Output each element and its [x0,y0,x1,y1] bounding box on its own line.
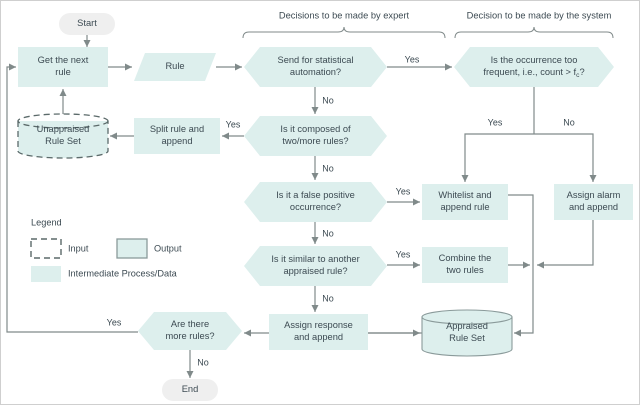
legend-input-label: Input [68,243,89,253]
edge-label-no: No [322,163,334,173]
start-terminal: Start [59,13,115,35]
edge-label-yes: Yes [488,117,503,127]
edge-label-yes: Yes [107,317,122,327]
edge-label-yes: Yes [396,186,411,196]
rule-data: Rule [134,53,216,81]
legend-output-swatch [116,238,148,259]
start-terminal-label: Start [77,18,97,28]
edge-label-yes: Yes [396,249,411,259]
end-terminal-label: End [182,384,199,394]
headers-layer: Decisions to be made by expert Decision t… [279,10,612,20]
legend-title: Legend [31,217,62,227]
brace-expert [242,26,446,39]
header-expert: Decisions to be made by expert [279,10,410,20]
edge-label-no: No [563,117,575,127]
braces-layer [242,26,614,39]
legend-intermediate-swatch [31,266,61,282]
edge-label-no: No [322,95,334,105]
legend-intermediate-label: Intermediate Process/Data [68,268,178,278]
edge-label-no: No [197,357,209,367]
edge-occurrence-yes-to-whitelist [461,133,534,182]
legend-input-swatch [30,238,62,259]
edge-label-yes: Yes [226,119,241,129]
edge-label-no: No [322,228,334,238]
edge-occurrence-no-to-assign-alarm [534,133,597,182]
edge-assign-alarm-to-junction [537,220,594,269]
brace-system [454,26,614,39]
edge-label-no: No [322,293,334,303]
edge-label-yes: Yes [405,54,420,64]
header-system: Decision to be made by the system [467,10,612,20]
end-terminal: End [162,379,218,401]
rule-data-label: Rule [165,61,184,71]
edge-more-rules-yes-loopback [6,63,138,333]
legend-output-label: Output [154,243,182,253]
edge-whitelist-to-appraised-rule-set [508,194,534,337]
